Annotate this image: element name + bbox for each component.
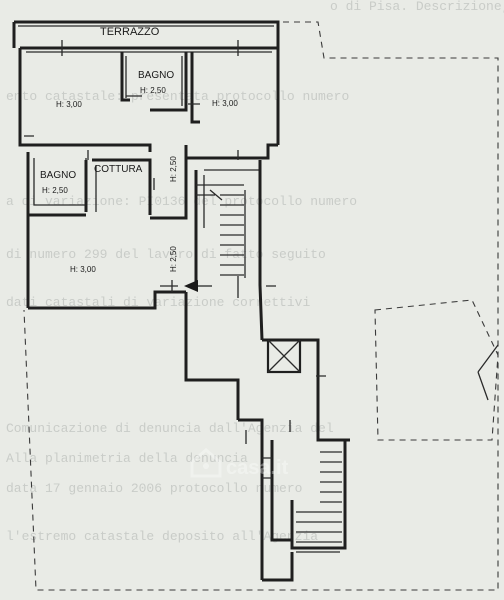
room-label-cottura: COTTURA bbox=[94, 164, 143, 175]
staircase-lower bbox=[296, 451, 342, 543]
elevator-shaft bbox=[266, 338, 302, 374]
room-height-left-top: H: 3,00 bbox=[56, 100, 82, 109]
room-label-terrazzo: TERRAZZO bbox=[100, 26, 160, 38]
room-height-bagno-top: H: 2,50 bbox=[140, 86, 166, 95]
opening-ticks bbox=[24, 40, 326, 479]
room-label-bagno-lower: BAGNO bbox=[40, 170, 76, 181]
bg-line-5: dati catastali di variazione correttivi bbox=[6, 295, 310, 310]
bg-line-9: l'estremo catastale deposito all'Agenzia bbox=[6, 529, 318, 544]
room-label-bagno-top: BAGNO bbox=[138, 70, 174, 81]
watermark-text: casa.it bbox=[226, 457, 289, 479]
arrow-icon bbox=[184, 280, 212, 292]
bg-line-1: o di Pisa. Descrizione, da sopralluogo, bbox=[330, 0, 504, 14]
staircase-upper bbox=[196, 184, 244, 276]
background-document-text: o di Pisa. Descrizione, da sopralluogo, … bbox=[6, 0, 504, 544]
room-height-corridor-lower: H: 2,50 bbox=[169, 246, 178, 272]
side-terrace-outline bbox=[374, 299, 499, 441]
bg-line-7: Alla planimetria della denuncia bbox=[6, 451, 248, 466]
bg-line-6: Comunicazione di denuncia dall'Agenzia d… bbox=[6, 421, 334, 436]
room-height-main-room: H: 3,00 bbox=[70, 265, 96, 274]
bg-line-3: a di variazione: PI0136 del protocollo n… bbox=[6, 194, 357, 209]
side-terrace-detail bbox=[477, 344, 499, 401]
watermark: casa.it bbox=[190, 448, 289, 479]
bg-line-4: di numero 299 del lavoro di fatto seguit… bbox=[6, 247, 326, 262]
home-icon bbox=[190, 448, 222, 478]
bg-line-8: data 17 gennaio 2006 protocollo numero bbox=[6, 481, 302, 496]
room-height-corridor-upper: H: 2,50 bbox=[169, 156, 178, 182]
property-boundary bbox=[23, 21, 499, 591]
room-height-bagno-lower: H: 2,50 bbox=[42, 186, 68, 195]
bg-line-2: ento catastale: presentata protocollo nu… bbox=[6, 89, 349, 104]
room-height-right-top: H: 3,00 bbox=[212, 99, 238, 108]
